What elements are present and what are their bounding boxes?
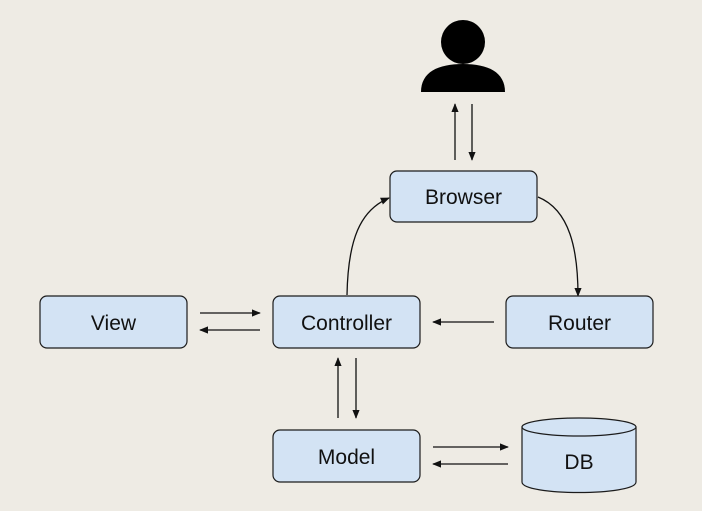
- view-node: View: [39, 295, 188, 349]
- model-node: Model: [272, 429, 421, 483]
- router-label: Router: [548, 312, 611, 335]
- db-label: DB: [564, 451, 593, 474]
- user-icon: [421, 20, 505, 92]
- browser-label: Browser: [425, 186, 502, 209]
- controller-node: Controller: [272, 295, 421, 349]
- edge-controller-to-browser: [346, 197, 390, 296]
- router-node: Router: [505, 295, 654, 349]
- edge-browser-to-router: [537, 196, 582, 297]
- browser-node: Browser: [389, 170, 538, 223]
- controller-label: Controller: [301, 312, 392, 335]
- view-label: View: [91, 312, 137, 335]
- model-label: Model: [318, 446, 375, 469]
- db-node: DB: [521, 417, 637, 494]
- edges: [199, 103, 582, 468]
